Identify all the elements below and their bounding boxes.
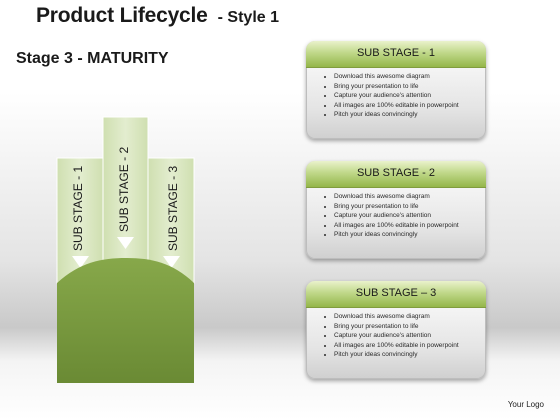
list-item: Bring your presentation to life [334, 322, 486, 332]
list-item: Capture your audience's attention [334, 331, 486, 341]
list-item: Bring your presentation to life [334, 202, 486, 212]
logo-text: Your Logo [507, 400, 544, 409]
sub-stage-card-3: SUB STAGE – 3 Download this awesome diag… [306, 281, 486, 379]
list-item: Capture your audience's attention [334, 91, 486, 101]
card-header: SUB STAGE - 1 [306, 41, 486, 68]
list-item: All images are 100% editable in powerpoi… [334, 221, 486, 231]
bullet-list: Download this awesome diagram Bring your… [306, 312, 486, 360]
bullet-list: Download this awesome diagram Bring your… [306, 192, 486, 240]
column-label-2: SUB STAGE - 2 [117, 147, 131, 232]
arrow-down-icon [117, 237, 134, 249]
list-item: Pitch your ideas convincingly [334, 230, 486, 240]
bullet-list: Download this awesome diagram Bring your… [306, 72, 486, 120]
list-item: Bring your presentation to life [334, 82, 486, 92]
arrow-down-icon [163, 256, 180, 268]
list-item: Pitch your ideas convincingly [334, 110, 486, 120]
sub-stage-card-2: SUB STAGE - 2 Download this awesome diag… [306, 161, 486, 259]
slide-title: Product Lifecycle - Style 1 [36, 4, 279, 28]
stage-heading: Stage 3 - MATURITY [16, 50, 169, 67]
list-item: Download this awesome diagram [334, 192, 486, 202]
sub-stage-card-1: SUB STAGE - 1 Download this awesome diag… [306, 41, 486, 139]
list-item: Pitch your ideas convincingly [334, 350, 486, 360]
list-item: Capture your audience's attention [334, 211, 486, 221]
list-item: Download this awesome diagram [334, 312, 486, 322]
column-label-1: SUB STAGE - 1 [71, 166, 85, 251]
title-style: - Style 1 [217, 9, 280, 26]
list-item: All images are 100% editable in powerpoi… [334, 101, 486, 111]
arrow-down-icon [72, 256, 89, 268]
list-item: Download this awesome diagram [334, 72, 486, 82]
maturity-hill [57, 258, 194, 383]
card-header: SUB STAGE – 3 [306, 281, 486, 308]
column-label-3: SUB STAGE - 3 [166, 166, 180, 251]
list-item: All images are 100% editable in powerpoi… [334, 341, 486, 351]
card-header: SUB STAGE - 2 [306, 161, 486, 188]
title-main: Product Lifecycle [36, 4, 208, 27]
